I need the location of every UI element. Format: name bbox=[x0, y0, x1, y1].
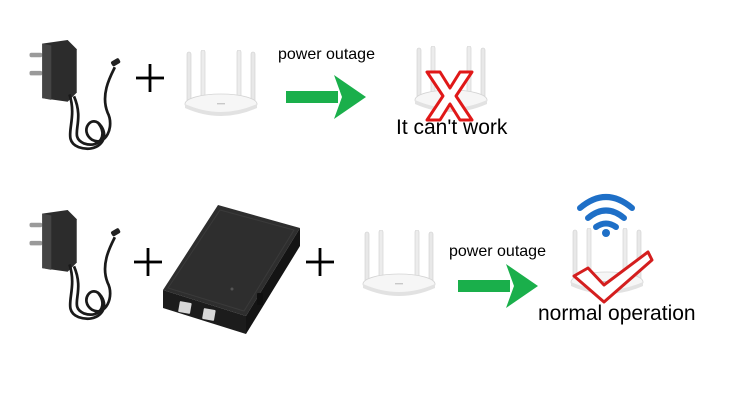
x-mark-icon bbox=[425, 70, 474, 122]
plus-icon bbox=[136, 64, 164, 92]
plus-icon bbox=[134, 248, 162, 276]
plus-icon bbox=[306, 248, 334, 276]
check-mark-icon bbox=[572, 250, 654, 304]
arrow-right-icon bbox=[458, 264, 538, 308]
wifi-router-icon bbox=[362, 230, 436, 297]
mini-ups-battery-icon bbox=[163, 205, 300, 334]
power-adapter-icon bbox=[28, 210, 123, 321]
arrow-label: power outage bbox=[278, 46, 375, 63]
row-1 bbox=[28, 40, 488, 151]
result-label: normal operation bbox=[538, 302, 696, 325]
wifi-router-icon bbox=[184, 50, 258, 117]
arrow-right-icon bbox=[286, 75, 366, 119]
arrow-label: power outage bbox=[449, 243, 546, 260]
power-adapter-icon bbox=[28, 40, 123, 151]
wifi-signal-icon bbox=[577, 194, 635, 237]
result-label: It can't work bbox=[396, 116, 508, 139]
row-2 bbox=[28, 194, 654, 334]
